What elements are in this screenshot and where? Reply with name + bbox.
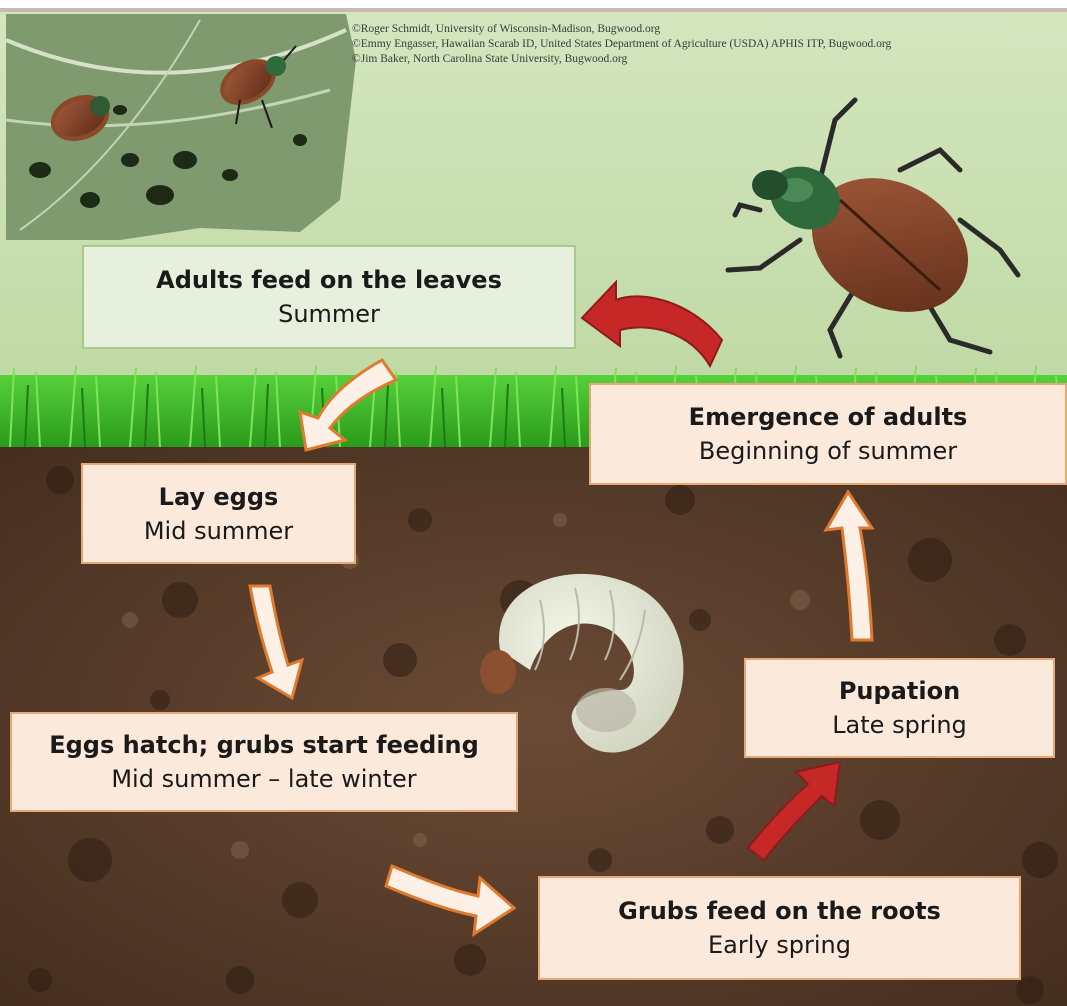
stage-season: Summer xyxy=(278,297,380,331)
stage-season: Mid summer xyxy=(144,514,293,548)
stage-pupation: Pupation Late spring xyxy=(744,658,1055,758)
stage-title: Grubs feed on the roots xyxy=(618,894,941,928)
photo-credits: ©Roger Schmidt, University of Wisconsin-… xyxy=(352,22,891,67)
stage-season: Beginning of summer xyxy=(699,434,957,468)
credit-line: ©Jim Baker, North Carolina State Univers… xyxy=(352,52,891,67)
stage-lay-eggs: Lay eggs Mid summer xyxy=(81,463,356,564)
stage-adults-feed: Adults feed on the leaves Summer xyxy=(82,245,576,349)
stage-season: Mid summer – late winter xyxy=(111,762,416,796)
leaf-with-beetles-image xyxy=(6,14,356,240)
stage-title: Lay eggs xyxy=(159,480,279,514)
stage-eggs-hatch: Eggs hatch; grubs start feeding Mid summ… xyxy=(10,712,518,812)
credit-line: ©Emmy Engasser, Hawaiian Scarab ID, Unit… xyxy=(352,37,891,52)
stage-title: Eggs hatch; grubs start feeding xyxy=(49,728,479,762)
stage-title: Emergence of adults xyxy=(689,400,968,434)
stage-title: Pupation xyxy=(839,674,960,708)
stage-grubs-feed: Grubs feed on the roots Early spring xyxy=(538,876,1021,980)
credit-line: ©Roger Schmidt, University of Wisconsin-… xyxy=(352,22,891,37)
stage-season: Late spring xyxy=(832,708,967,742)
stage-season: Early spring xyxy=(708,928,851,962)
stage-emergence: Emergence of adults Beginning of summer xyxy=(589,383,1067,485)
stage-title: Adults feed on the leaves xyxy=(156,263,502,297)
